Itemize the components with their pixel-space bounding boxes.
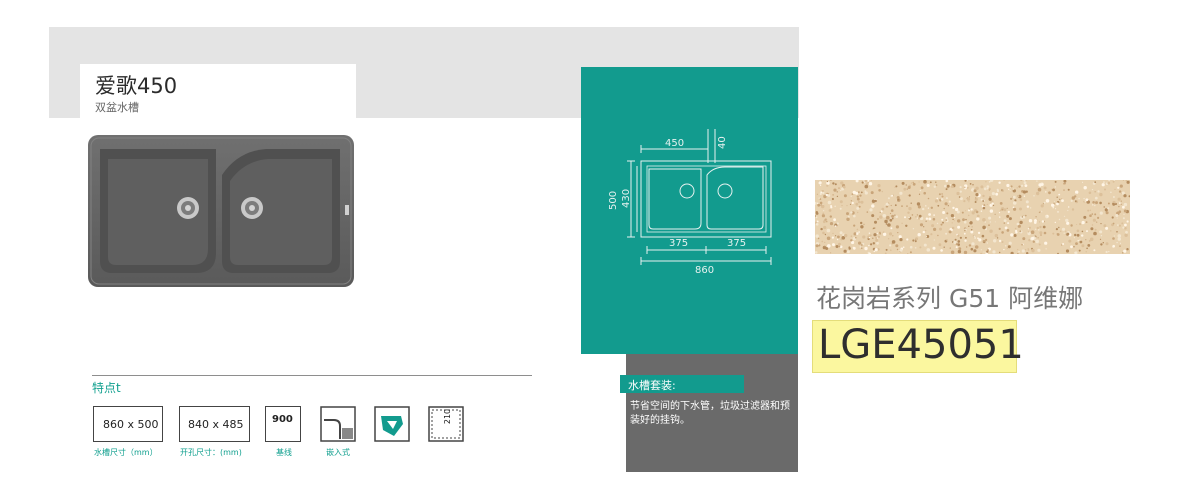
base-cabinet-caption: 基线 bbox=[276, 448, 292, 457]
sink-size-value: 860 x 500 bbox=[103, 418, 159, 431]
dim-label-860: 860 bbox=[695, 265, 714, 276]
accessory-title: 水槽套装: bbox=[628, 379, 676, 392]
title-box bbox=[80, 64, 356, 118]
base-cabinet-icon bbox=[265, 406, 301, 442]
color-name: 花岗岩系列 G51 阿维娜 bbox=[816, 284, 1084, 313]
accessory-tag bbox=[620, 375, 744, 393]
base-cabinet-value: 900 bbox=[272, 414, 293, 425]
bowl-depth-icon bbox=[428, 406, 464, 442]
dim-label-450: 450 bbox=[665, 138, 684, 149]
inset-mount-icon bbox=[320, 406, 356, 442]
cutout-size-caption: 开孔尺寸：(mm) bbox=[180, 448, 242, 457]
cutout-size-value: 840 x 485 bbox=[188, 418, 244, 431]
features-label: 特点t bbox=[92, 381, 121, 395]
dim-label-40: 40 bbox=[717, 136, 728, 149]
features-divider bbox=[92, 375, 532, 376]
product-title: 爱歌450 bbox=[95, 74, 178, 98]
sink-image bbox=[88, 135, 354, 287]
hand-care-icon bbox=[374, 406, 410, 442]
dim-label-375-right: 375 bbox=[727, 238, 746, 249]
dim-label-375-left: 375 bbox=[669, 238, 688, 249]
sink-size-icon bbox=[93, 406, 163, 442]
dimension-drawing-panel bbox=[581, 67, 798, 354]
accessory-panel bbox=[626, 354, 798, 472]
sink-size-caption: 水槽尺寸（mm） bbox=[94, 448, 158, 457]
product-code-highlight bbox=[812, 320, 1017, 373]
accessory-description: 节省空间的下水管，垃圾过滤器和预装好的挂钩。 bbox=[630, 401, 790, 426]
inset-mount-caption: 嵌入式 bbox=[326, 448, 350, 457]
dimension-drawing: 450 40 500 430 375 375 860 bbox=[608, 129, 772, 276]
dim-label-500: 500 bbox=[608, 191, 619, 210]
bowl-depth-value: 210 bbox=[443, 408, 453, 425]
product-code: LGE45051 bbox=[818, 322, 1024, 368]
product-subtitle: 双盆水槽 bbox=[95, 101, 139, 114]
granite-swatch bbox=[815, 180, 1130, 254]
dim-label-430: 430 bbox=[621, 189, 632, 208]
cutout-size-icon bbox=[179, 406, 250, 442]
